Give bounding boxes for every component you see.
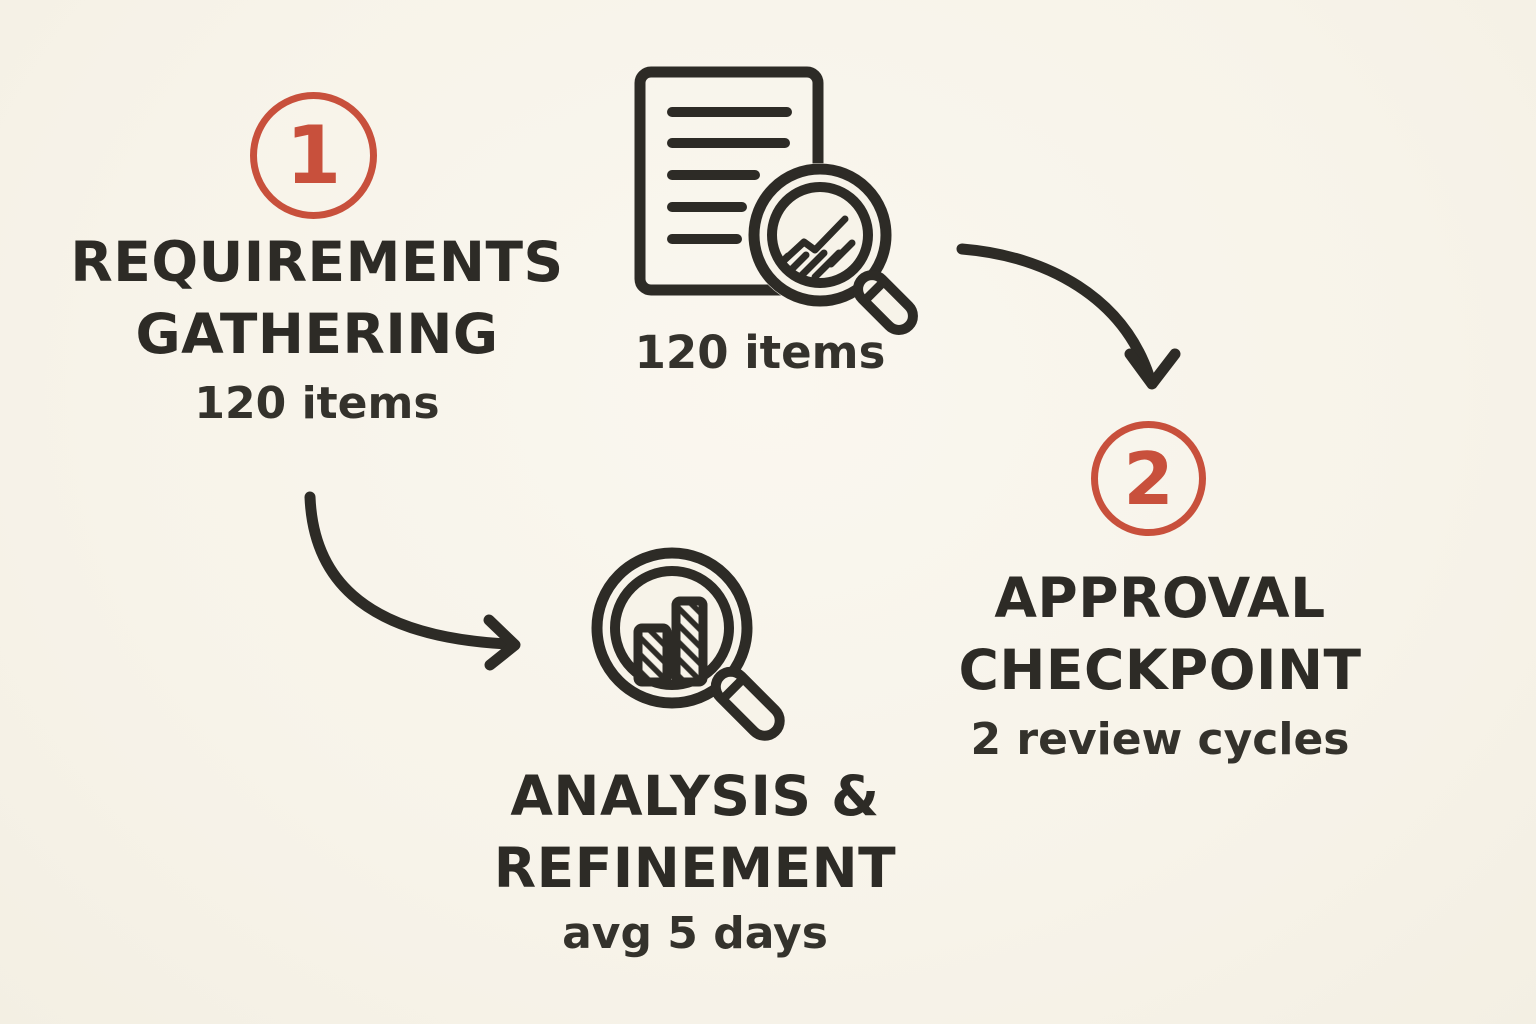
step1-number: 1 [285,109,342,202]
bar-chart-magnifier-icon [591,547,785,741]
step2-title-line2: CHECKPOINT [958,638,1362,702]
document-magnifier-icon [634,66,918,335]
step2-number-badge: 2 [1091,421,1206,536]
step2-title: APPROVAL CHECKPOINT [935,562,1385,706]
magnifier-trend-icon [748,163,918,335]
step2-metric: 2 review cycles [970,714,1350,765]
step2-title-line1: APPROVAL [994,566,1326,630]
step1-title-line1: REQUIREMENTS [70,230,564,294]
step3-title: ANALYSIS & REFINEMENT [445,760,945,904]
curved-arrow-down-icon [956,243,1181,390]
step1-metric: 120 items [194,378,440,429]
step1-title-line2: GATHERING [135,302,499,366]
step3-title-line2: REFINEMENT [493,836,897,900]
curved-arrow-right-icon [304,491,521,671]
document-caption: 120 items [634,326,886,379]
step1-title: REQUIREMENTS GATHERING [57,226,577,370]
bar-chart-icon [633,596,708,687]
step3-metric: avg 5 days [562,908,828,959]
step1-number-badge: 1 [250,92,377,219]
step2-number: 2 [1123,436,1174,521]
step3-title-line1: ANALYSIS & [510,764,880,828]
